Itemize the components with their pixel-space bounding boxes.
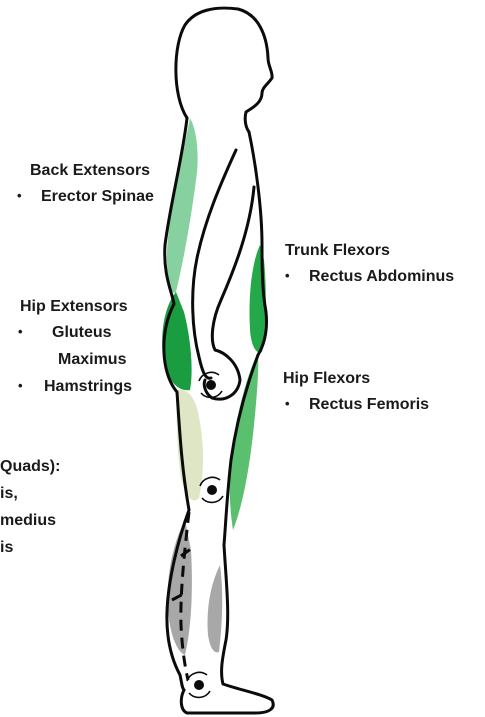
knee-axis-icon <box>200 477 223 502</box>
bullet-icon: • <box>285 266 290 286</box>
knee-extensors-line-1: Quads): <box>0 457 60 477</box>
hip-extensors-item-1: Gluteus <box>52 323 112 343</box>
ankle-axis-icon <box>187 672 210 697</box>
back-extensors-title: Back Extensors <box>30 161 150 181</box>
bullet-icon: • <box>285 394 290 414</box>
hip-extensors-item-2: Hamstrings <box>44 377 132 397</box>
knee-extensors-line-4: is <box>0 538 13 558</box>
bullet-icon: • <box>18 376 23 396</box>
hip-flexors-item: Rectus Femoris <box>309 395 429 415</box>
hip-extensors-item-1b: Maximus <box>58 350 126 370</box>
back-extensors-item: Erector Spinae <box>41 187 154 207</box>
hip-extensors-title: Hip Extensors <box>20 297 128 317</box>
hip-flexors-title: Hip Flexors <box>283 369 370 389</box>
hip-axis-icon <box>199 372 222 397</box>
trunk-flexors-title: Trunk Flexors <box>285 241 390 261</box>
knee-extensors-line-3: medius <box>0 511 56 531</box>
knee-extensors-line-2: is, <box>0 484 18 504</box>
bullet-icon: • <box>18 322 23 342</box>
bullet-icon: • <box>17 186 22 206</box>
tibialis-region <box>208 565 223 652</box>
trunk-flexors-item: Rectus Abdominus <box>309 267 454 287</box>
